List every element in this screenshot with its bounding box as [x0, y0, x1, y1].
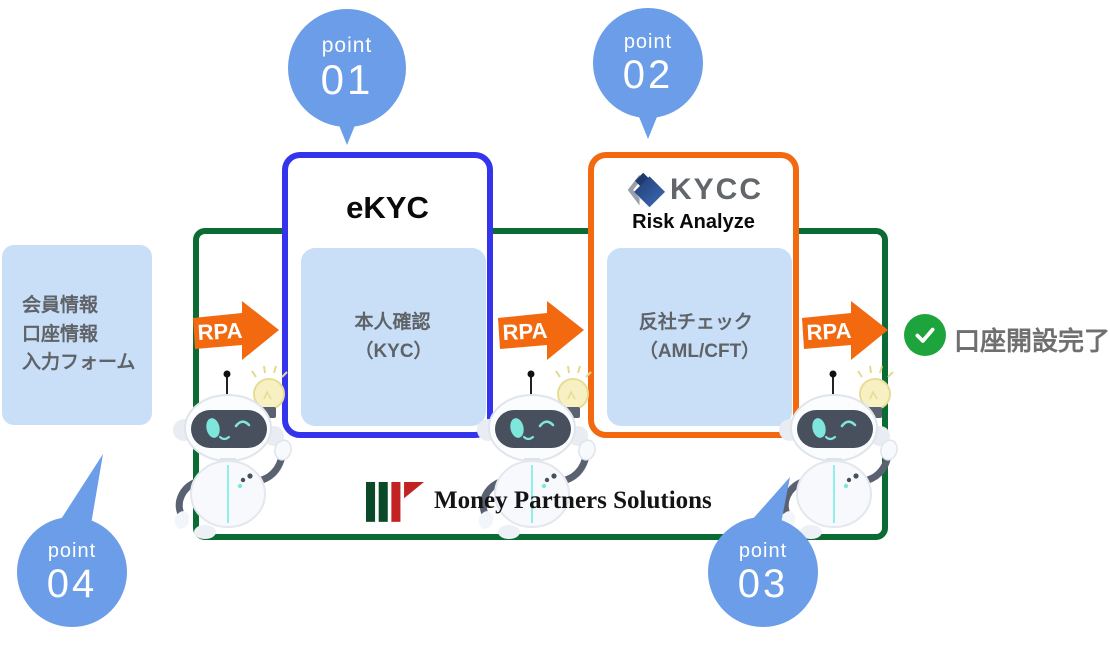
- kycc-logo: KYCC: [594, 170, 793, 210]
- rpa-label: RPA: [502, 318, 548, 345]
- point-bubble-02-number: 02: [622, 52, 674, 97]
- kyc-panel-line-1: 本人確認: [354, 311, 431, 333]
- rpa-arrow-icon-1: RPA: [192, 299, 280, 363]
- completion-label: 口座開設完了: [954, 326, 1110, 356]
- rpa-arrow-icon-3: RPA: [801, 299, 889, 363]
- point-bubble-01: point 01: [288, 9, 406, 127]
- point-bubble-01-label: point: [321, 33, 373, 57]
- rpa-label: RPA: [197, 318, 243, 345]
- point-bubble-02: point 02: [593, 8, 703, 118]
- robot-illustration-3: [776, 362, 906, 542]
- aml-panel-line-2: （AML/CFT）: [638, 341, 761, 362]
- kyc-panel: 本人確認 （KYC）: [301, 248, 486, 426]
- input-form-line-3: 入力フォーム: [22, 352, 136, 374]
- input-form-line-2: 口座情報: [22, 323, 99, 345]
- mps-logo-text: Money Partners Solutions: [434, 487, 712, 514]
- point-bubble-04-label: point: [47, 539, 97, 562]
- kyc-panel-line-2: （KYC）: [354, 341, 433, 362]
- point-bubble-04-number: 04: [46, 561, 98, 606]
- kycc-box: KYCC Risk Analyze 反社チェック （AML/CFT）: [588, 152, 799, 438]
- rpa-label: RPA: [806, 318, 852, 345]
- input-form-box: 会員情報 口座情報 入力フォーム: [2, 245, 152, 425]
- point-bubble-02-label: point: [623, 30, 673, 53]
- kycc-subtitle: Risk Analyze: [632, 211, 755, 233]
- speech-bubble-tail-02: [635, 107, 661, 139]
- speech-bubble-tail-01: [334, 113, 360, 145]
- aml-panel: 反社チェック （AML/CFT）: [607, 248, 792, 426]
- point-bubble-01-number: 01: [320, 56, 374, 104]
- ekyc-box: eKYC 本人確認 （KYC）: [282, 152, 493, 438]
- ekyc-title: eKYC: [346, 190, 429, 225]
- point-bubble-03-number: 03: [737, 561, 789, 606]
- robot-illustration-1: [170, 362, 300, 542]
- aml-panel-line-1: 反社チェック: [638, 311, 753, 333]
- mps-logo: Money Partners Solutions: [366, 478, 712, 524]
- point-bubble-03: point 03: [708, 517, 818, 627]
- rpa-arrow-icon-2: RPA: [497, 299, 585, 363]
- input-form-line-1: 会員情報: [22, 295, 99, 317]
- check-icon: [904, 314, 946, 356]
- point-bubble-03-label: point: [738, 539, 788, 562]
- mps-logo-icon: [366, 481, 424, 522]
- kycc-logo-text: KYCC: [669, 173, 763, 206]
- point-bubble-04: point 04: [17, 517, 127, 627]
- kycc-logo-icon: [627, 172, 665, 208]
